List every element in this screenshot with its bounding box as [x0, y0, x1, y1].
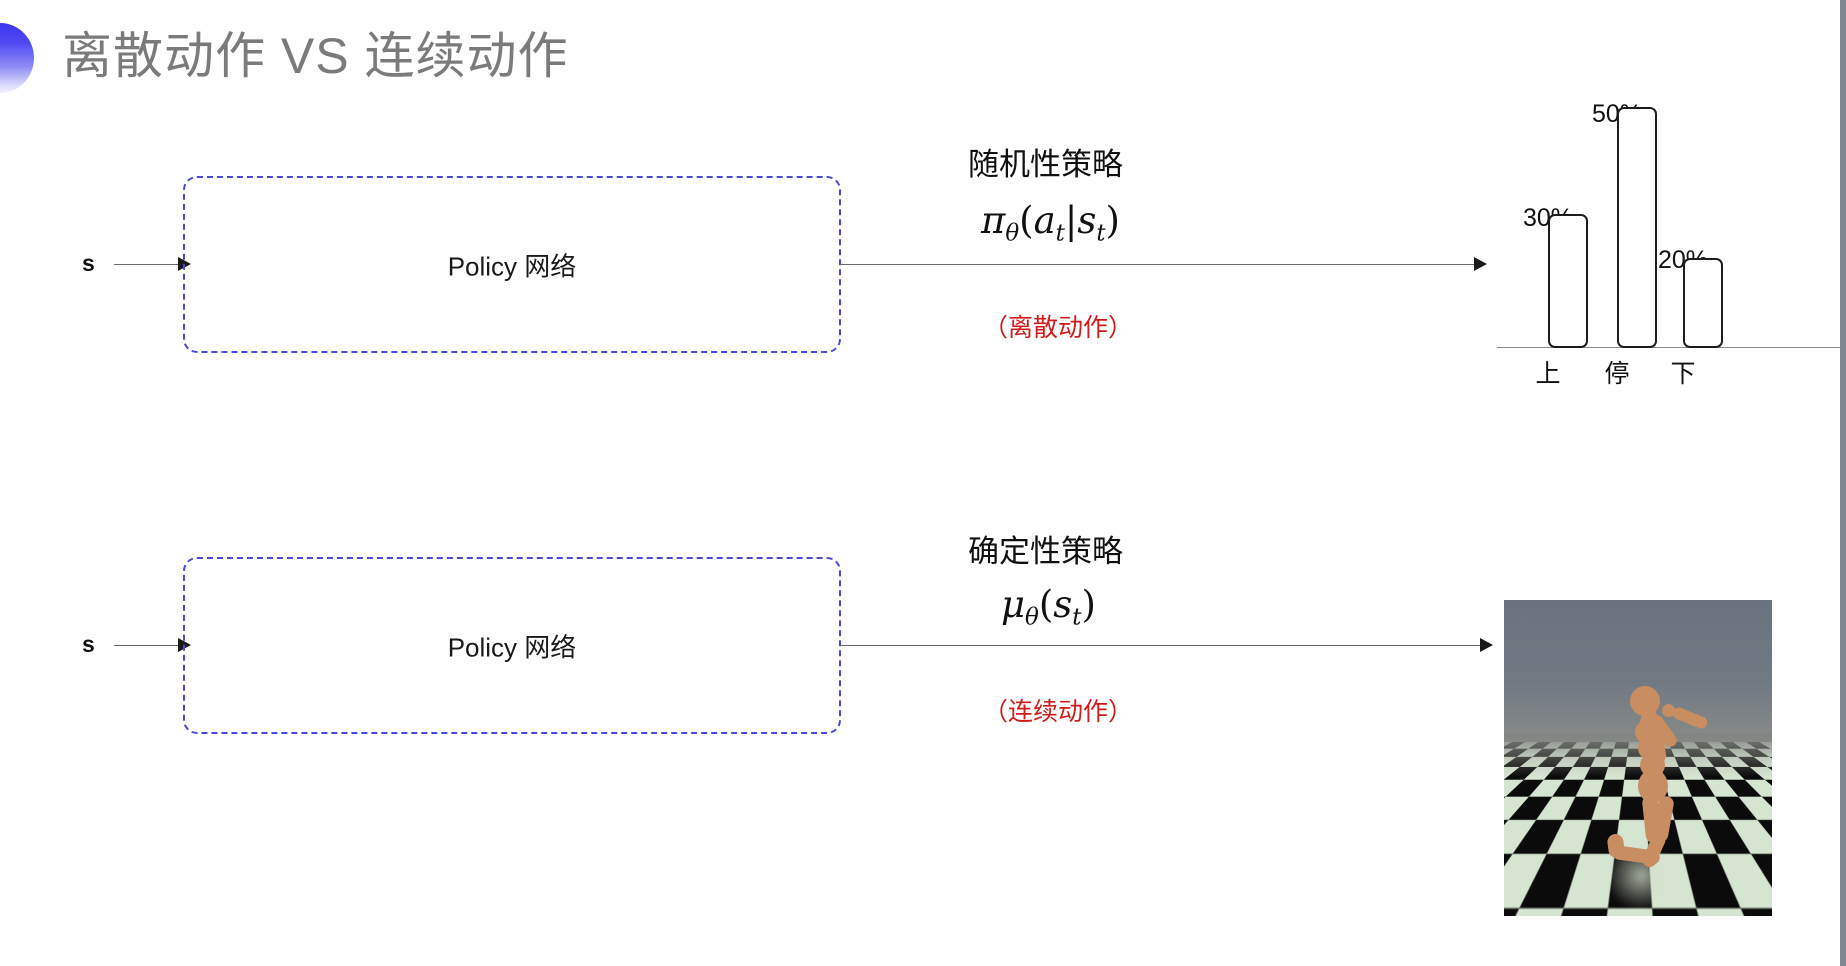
policy-network-label-discrete: Policy 网络 — [185, 246, 839, 283]
bar-1 — [1617, 107, 1657, 348]
formula-close-paren: ) — [1082, 583, 1096, 626]
formula-arg-sub: t — [1072, 604, 1081, 630]
formula-arg: s — [1053, 583, 1072, 626]
chart-baseline-axis — [1497, 347, 1842, 348]
policy-type-heading-continuous: 确定性策略 — [968, 526, 1123, 571]
formula-theta: θ — [1005, 220, 1019, 246]
bar-category-2: 下 — [1656, 354, 1710, 390]
right-edge-strip — [1840, 0, 1846, 966]
policy-formula-continuous: μθ(st) — [1001, 583, 1096, 630]
input-state-label-continuous: s — [82, 631, 95, 658]
bar-2 — [1683, 258, 1723, 348]
action-type-note-continuous: （连续动作） — [983, 692, 1133, 728]
formula-close-paren: ) — [1106, 199, 1120, 242]
title-accent-shape — [0, 23, 34, 93]
formula-open-paren: ( — [1019, 199, 1033, 242]
formula-cond: s — [1077, 199, 1096, 242]
humanoid-hand-right — [1662, 704, 1675, 717]
formula-symbol: μ — [1001, 583, 1025, 626]
formula-open-paren: ( — [1039, 583, 1053, 626]
policy-formula-discrete: πθ(at|st) — [981, 199, 1120, 246]
bar-category-0: 上 — [1521, 354, 1575, 390]
input-arrow-line-discrete — [114, 264, 182, 265]
policy-type-heading-discrete: 随机性策略 — [968, 139, 1123, 184]
output-arrow-head-continuous — [1480, 638, 1493, 652]
humanoid-simulation-image — [1504, 600, 1772, 916]
formula-arg: a — [1034, 199, 1056, 242]
output-arrow-line-discrete — [840, 264, 1478, 265]
bar-0 — [1548, 214, 1588, 348]
bar-category-1: 停 — [1590, 354, 1644, 390]
input-state-label-discrete: s — [82, 250, 95, 277]
formula-bar: | — [1065, 199, 1077, 242]
policy-network-box-continuous[interactable]: Policy 网络 — [183, 557, 841, 734]
policy-network-label-continuous: Policy 网络 — [185, 627, 839, 664]
page-title: 离散动作 VS 连续动作 — [62, 24, 568, 88]
formula-symbol: π — [981, 199, 1005, 242]
policy-network-box-discrete[interactable]: Policy 网络 — [183, 176, 841, 353]
formula-theta: θ — [1025, 604, 1039, 630]
formula-cond-sub: t — [1096, 220, 1105, 246]
action-probability-bar-chart: 30% 上 50% 停 20% 下 — [1497, 96, 1842, 396]
output-arrow-line-continuous — [840, 645, 1484, 646]
output-arrow-head-discrete — [1474, 257, 1487, 271]
action-type-note-discrete: （离散动作） — [983, 308, 1133, 344]
formula-arg-sub: t — [1056, 220, 1065, 246]
input-arrow-line-continuous — [114, 645, 182, 646]
